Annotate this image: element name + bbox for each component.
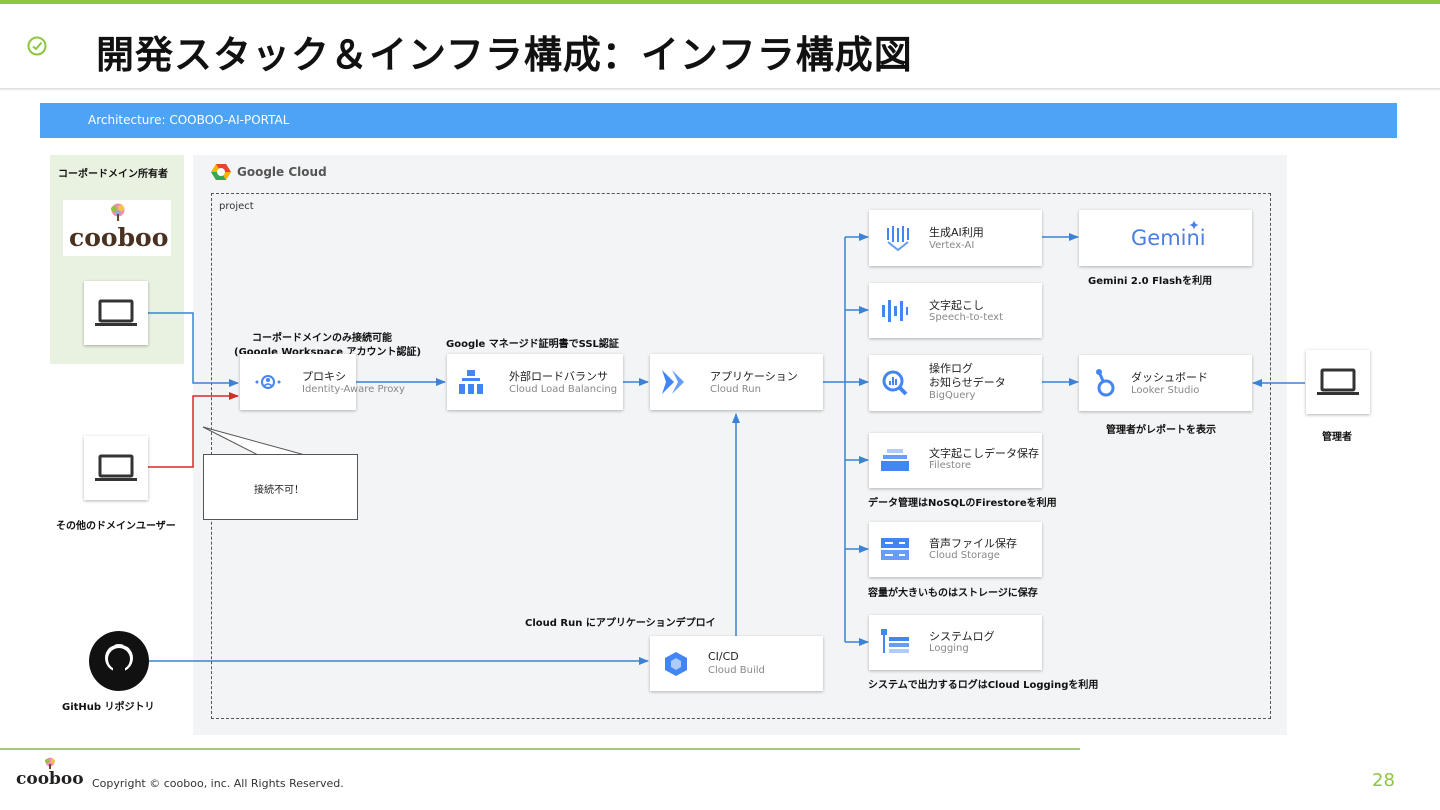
filestore-icon	[881, 449, 909, 471]
denied-text: 接続不可！	[254, 485, 304, 496]
load-balancer-node: 外部ロードバランサ Cloud Load Balancing	[447, 354, 623, 410]
google-cloud-label: Google Cloud	[237, 165, 327, 179]
iap-node: プロキシ Identity-Aware Proxy	[240, 354, 405, 410]
bigquery-node: 操作ログ お知らせデータ BigQuery	[869, 355, 1042, 411]
cloud-run-node: アプリケーション Cloud Run	[650, 354, 823, 410]
laptop-icon	[1317, 368, 1359, 395]
run-title: アプリケーション	[710, 370, 798, 383]
owner-laptop	[84, 281, 148, 345]
load-balancer-icon	[459, 370, 483, 394]
iap-icon	[255, 375, 281, 389]
build-subtitle: Cloud Build	[708, 665, 765, 676]
iap-note-line1: コーポードメインのみ接続可能	[252, 333, 392, 344]
cloud-build-node: CI/CD Cloud Build	[650, 636, 823, 691]
owner-label: コーポードメイン所有者	[58, 169, 168, 180]
gemini-node: Gemini	[1079, 210, 1252, 266]
speech-title: 文字起こし	[929, 299, 984, 312]
speech-icon	[882, 300, 908, 322]
denied-user-edge	[148, 392, 239, 468]
lb-title: 外部ロードバランサ	[509, 370, 608, 383]
iap-note-line2: (Google Workspace アカウント認証)	[234, 347, 422, 358]
google-cloud-icon	[211, 164, 231, 180]
tree-logo-icon	[111, 203, 125, 221]
top-accent-line	[0, 0, 1440, 4]
slide-title: 開発スタック＆インフラ構成：インフラ構成図	[96, 33, 913, 77]
other-user-laptop	[84, 436, 148, 500]
logging-note: システムで出力するログはCloud Loggingを利用	[868, 680, 1099, 691]
run-subtitle: Cloud Run	[710, 384, 761, 395]
cloud-build-icon	[665, 652, 687, 676]
looker-title: ダッシュボード	[1131, 371, 1208, 384]
logo-text: cooboo	[69, 223, 169, 252]
cooboo-logo: cooboo	[63, 200, 171, 256]
check-circle-icon	[27, 36, 47, 56]
ssl-note: Google マネージド証明書でSSL認証	[446, 339, 619, 350]
architecture-label: Architecture: COOBOO-AI-PORTAL	[88, 113, 290, 127]
admin-label: 管理者	[1322, 432, 1352, 443]
footer-logo-text: cooboo	[16, 769, 84, 789]
callout-pointer	[202, 426, 306, 456]
vertex-subtitle: Vertex-AI	[929, 240, 975, 251]
copyright-text: Copyright © cooboo, inc. All Rights Rese…	[92, 777, 344, 790]
logging-subtitle: Logging	[929, 643, 969, 654]
vertex-title: 生成AI利用	[929, 226, 984, 239]
iap-title: プロキシ	[302, 370, 346, 383]
bigquery-subtitle: BigQuery	[929, 390, 976, 401]
architecture-banner: Architecture: COOBOO-AI-PORTAL	[40, 103, 1397, 138]
bigquery-icon	[882, 370, 908, 396]
github-label: GitHub リポジトリ	[62, 702, 155, 713]
speech-to-text-node: 文字起こし Speech-to-text	[869, 283, 1042, 338]
tree-logo-icon	[45, 757, 55, 769]
storage-title: 音声ファイル保存	[929, 537, 1017, 550]
header-divider	[0, 88, 1440, 91]
filestore-node: 文字起こしデータ保存 Filestore	[869, 433, 1042, 488]
cloud-storage-node: 音声ファイル保存 Cloud Storage	[869, 522, 1042, 577]
cloud-run-icon	[662, 370, 684, 394]
laptop-icon	[95, 454, 137, 481]
denied-callout: 接続不可！	[203, 454, 358, 520]
admin-laptop	[1306, 350, 1370, 414]
project-label: project	[219, 201, 254, 212]
deploy-note: Cloud Run にアプリケーションデプロイ	[525, 618, 716, 629]
gemini-logo: Gemini	[1131, 226, 1206, 250]
speech-subtitle: Speech-to-text	[929, 312, 1004, 323]
storage-subtitle: Cloud Storage	[929, 550, 1000, 561]
filestore-subtitle: Filestore	[929, 460, 972, 471]
laptop-icon	[95, 299, 137, 326]
lb-subtitle: Cloud Load Balancing	[509, 384, 618, 395]
owner-to-iap-edge	[148, 312, 239, 387]
footer-divider	[0, 748, 1080, 750]
gemini-note: Gemini 2.0 Flashを利用	[1088, 276, 1213, 287]
build-title: CI/CD	[708, 650, 739, 663]
logging-node: システムログ Logging	[869, 615, 1042, 670]
logging-title: システムログ	[929, 630, 995, 643]
looker-note: 管理者がレポートを表示	[1106, 425, 1216, 436]
sparkle-icon	[1189, 220, 1199, 230]
looker-studio-node: ダッシュボード Looker Studio	[1079, 355, 1252, 411]
vertex-ai-node: 生成AI利用 Vertex-AI	[869, 210, 1042, 266]
logging-icon	[881, 629, 909, 653]
page-number: 28	[1372, 770, 1395, 791]
other-users-label: その他のドメインユーザー	[56, 521, 176, 532]
iap-subtitle: Identity-Aware Proxy	[302, 384, 405, 395]
bigquery-title-line1: 操作ログ	[929, 362, 973, 375]
bigquery-title-line2: お知らせデータ	[929, 376, 1006, 389]
looker-subtitle: Looker Studio	[1131, 385, 1200, 396]
filestore-title: 文字起こしデータ保存	[929, 447, 1039, 460]
vertex-ai-icon	[887, 226, 909, 252]
cloud-storage-icon	[881, 538, 909, 560]
footer-logo: cooboo	[14, 757, 86, 791]
storage-note: 容量が大きいものはストレージに保存	[868, 588, 1038, 599]
looker-studio-icon	[1096, 369, 1115, 397]
github-icon	[89, 631, 149, 691]
filestore-note: データ管理はNoSQLのFirestoreを利用	[868, 498, 1057, 509]
